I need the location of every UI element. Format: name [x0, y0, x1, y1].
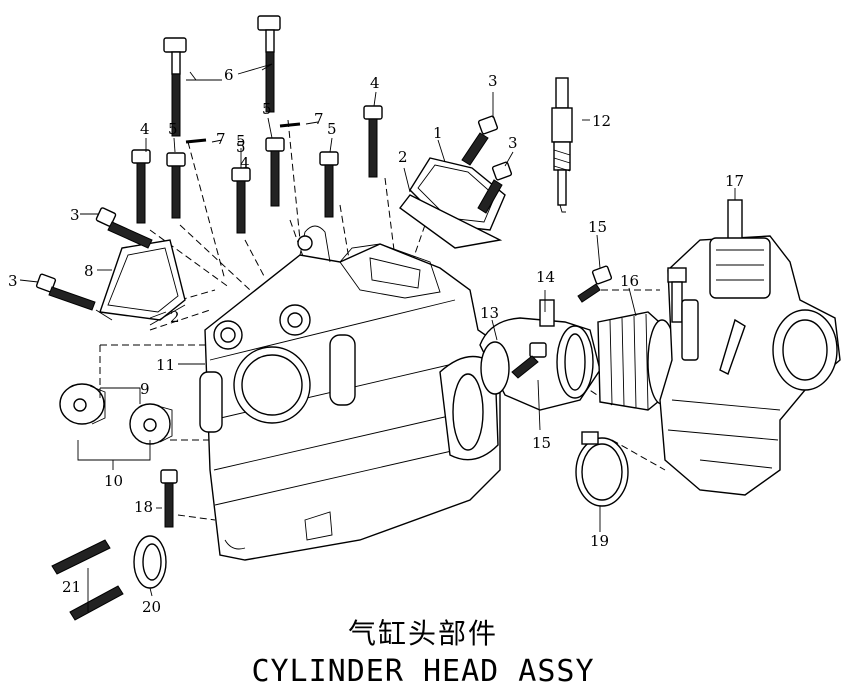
bolt-5-a: [166, 152, 186, 219]
bolt-4-left: [131, 149, 151, 224]
callout-7-right: 7: [314, 110, 324, 128]
callout-10: 10: [104, 472, 123, 490]
callout-11: 11: [156, 356, 175, 374]
seal-ring-20: [133, 535, 167, 589]
bolt-3-upper-right: [461, 115, 499, 166]
callout-labels: 1 2 2 3 3 3 3 4 4 4 5 5 5 5 5 6 7 7 8 9 …: [8, 66, 744, 616]
callout-19: 19: [590, 532, 609, 550]
bolt-15-upper: [577, 265, 613, 303]
callout-leaders: [19, 63, 736, 612]
washer-7b: [279, 122, 301, 128]
bolt-3-lower-left: [35, 273, 96, 311]
callout-14: 14: [536, 268, 555, 286]
callout-17: 17: [725, 172, 744, 190]
diagram-title-chinese: 气缸头部件: [347, 617, 498, 650]
long-bolt-6b: [257, 15, 281, 113]
callout-5-e: 5: [236, 138, 246, 156]
hose-clamp-19: [575, 431, 629, 507]
stud-21-upper: [51, 539, 111, 575]
callout-15-lower: 15: [532, 434, 551, 452]
bolt-15-lower: [511, 342, 547, 379]
bolt-5-d: [319, 151, 339, 218]
cap-9-left: [59, 383, 106, 425]
callout-5-c: 5: [262, 100, 272, 118]
intake-manifold-13: [479, 299, 601, 411]
diagram-title-english: CYLINDER HEAD ASSY: [251, 654, 595, 689]
callout-2-left: 2: [170, 308, 180, 326]
callout-3-upper-right: 3: [488, 72, 498, 90]
callout-1: 1: [433, 124, 443, 142]
callout-5-b: 5: [236, 132, 246, 150]
callout-8: 8: [84, 262, 94, 280]
callout-18: 18: [134, 498, 153, 516]
carburetor-17: [659, 199, 841, 496]
callout-13: 13: [480, 304, 499, 322]
callout-15-upper: 15: [588, 218, 607, 236]
spark-plug-12: [551, 77, 573, 213]
callout-21: 21: [62, 578, 81, 596]
bolt-5-b: [231, 167, 251, 234]
callout-5-a: 5: [168, 120, 178, 138]
bolt-3-upper-left: [95, 207, 153, 249]
cylinder-head-body: [199, 225, 501, 561]
callout-16: 16: [620, 272, 639, 290]
callout-9: 9: [140, 380, 150, 398]
callout-3-lower-right: 3: [508, 134, 518, 152]
bolt-4-right: [363, 105, 383, 178]
valve-cover-right: [399, 157, 506, 249]
callout-3-lower-left: 3: [8, 272, 18, 290]
bolt-5-c: [265, 137, 285, 207]
stud-21-lower: [69, 585, 124, 621]
callout-2-right: 2: [398, 148, 408, 166]
callout-12: 12: [592, 112, 611, 130]
valve-cover-left: [95, 239, 186, 326]
long-bolt-6a: [163, 37, 187, 137]
callout-6: 6: [224, 66, 234, 84]
cap-9-right: [129, 403, 173, 445]
callout-7-left: 7: [216, 130, 226, 148]
callout-4-left: 4: [140, 120, 150, 138]
bolt-18: [160, 469, 178, 528]
bolt-3-lower-right: [477, 161, 513, 214]
callout-5-d: 5: [327, 120, 337, 138]
washer-7a: [185, 138, 207, 144]
callout-4-mid: 4: [240, 154, 250, 172]
callout-4-right: 4: [370, 74, 380, 92]
callout-3-upper-left: 3: [70, 206, 80, 224]
callout-20: 20: [142, 598, 161, 616]
